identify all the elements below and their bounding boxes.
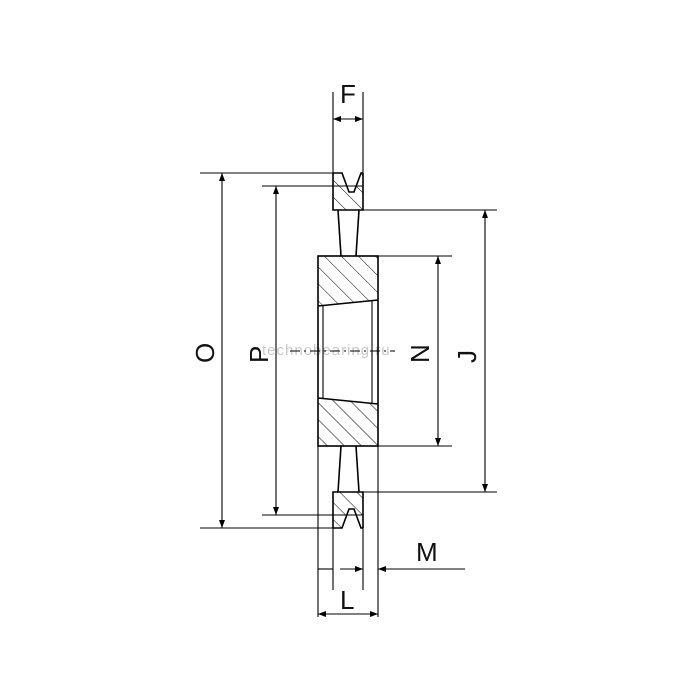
label-L: L [340,585,354,615]
dimension-P: P [244,185,333,516]
label-F: F [340,79,356,109]
hub [290,255,395,447]
dimension-F: F [332,79,364,173]
dimension-M: M [340,446,465,617]
dimension-J: J [363,209,497,493]
top-rim [332,172,364,211]
dimension-N: N [378,255,452,447]
bottom-rim [332,491,364,529]
bottom-web [337,445,360,493]
dimension-O: O [190,172,333,529]
dimension-L: L [317,446,378,617]
pulley-body [290,172,395,529]
label-J: J [452,350,482,363]
label-O: O [190,343,220,363]
label-P: P [244,346,274,363]
label-M: M [416,537,438,567]
top-web [337,209,360,257]
label-N: N [405,344,435,363]
